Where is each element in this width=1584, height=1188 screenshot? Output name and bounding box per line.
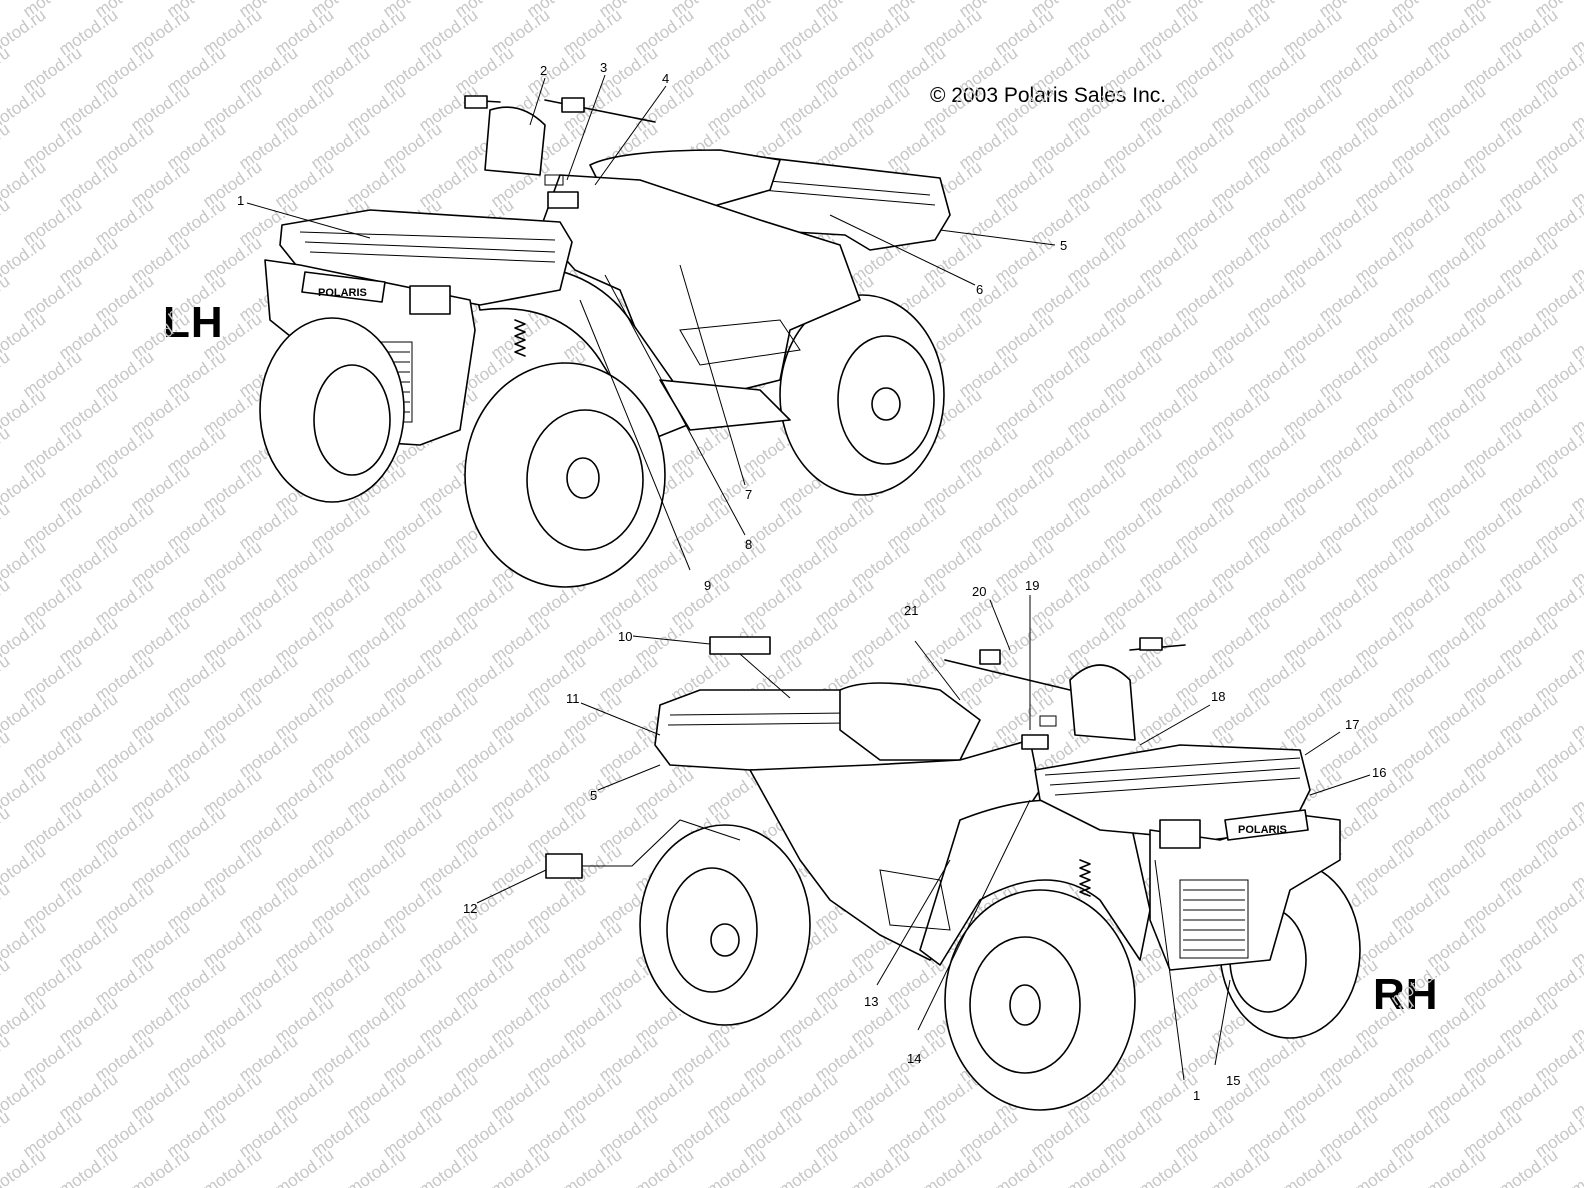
view-label-rh: RH [1373,970,1439,1019]
lh-front-far-wheel [259,317,405,503]
watermark-text: motod.ru [1279,1145,1345,1188]
callout-rh-5: 5 [590,788,597,803]
watermark-text: motod.ru [0,347,13,401]
watermark-text: motod.ru [631,1145,697,1188]
watermark-text: motod.ru [919,1145,985,1188]
callout-rh-13: 13 [864,994,878,1009]
watermark-text: motod.ru [1423,1145,1489,1188]
callout-lh-2: 2 [540,63,547,78]
watermark-text: motod.ru [559,1145,625,1188]
watermark-text: motod.ru [0,575,13,629]
callout-lh-8: 8 [745,537,752,552]
watermark-text: motod.ru [343,1145,409,1188]
watermark-text: motod.ru [199,1145,265,1188]
decal-10-box [709,636,771,655]
watermark-text: motod.ru [0,119,13,173]
rh-rear-wheel [639,824,811,1026]
atv-right-view: POLARIS [545,636,1361,1111]
callout-rh-16: 16 [1372,765,1386,780]
watermark-text: motod.ru [847,1145,913,1188]
callout-rh-15: 15 [1226,1073,1240,1088]
watermark-text: motod.ru [1207,1145,1273,1188]
watermark-text: motod.ru [0,879,13,933]
callout-rh-12: 12 [463,901,477,916]
rh-body: POLARIS [654,637,1341,971]
atv-left-view: POLARIS [259,95,951,588]
watermark-text: motod.ru [415,1145,481,1188]
callout-rh-14: 14 [907,1051,921,1066]
watermark-text: motod.ru [775,1145,841,1188]
watermark-text: motod.ru [0,43,13,97]
watermark-text: motod.ru [1495,1145,1561,1188]
callout-rh-19: 19 [1025,578,1039,593]
callout-rh-18: 18 [1211,689,1225,704]
watermark-text: motod.ru [487,1145,553,1188]
watermark-text: motod.ru [55,1145,121,1188]
watermark-text: motod.ru [0,651,13,705]
callout-lh-9: 9 [704,578,711,593]
watermark-text: motod.ru [271,1145,337,1188]
lh-front-near-wheel [464,362,666,588]
watermark-text: motod.ru [0,955,13,1009]
watermark-text: motod.ru [0,423,13,477]
watermark-text: motod.ru [0,271,13,325]
callout-lh-4: 4 [662,71,669,86]
callout-rh-20: 20 [972,584,986,599]
callout-lh-6: 6 [976,282,983,297]
callout-rh-17: 17 [1345,717,1359,732]
lh-rear-wheel [779,294,945,496]
watermark-text: motod.ru [0,1031,13,1085]
decal-12-box [545,853,583,879]
rh-brand-plate: POLARIS [1238,824,1287,836]
watermark-text: motod.ru [703,1145,769,1188]
callout-rh-11: 11 [566,691,580,706]
watermark-text: motod.ru [1351,1145,1417,1188]
watermark-text: motod.ru [0,727,13,781]
callout-lh-5: 5 [1060,238,1067,253]
lh-brand-plate: POLARIS [318,287,367,299]
copyright-notice: © 2003 Polaris Sales Inc. [930,84,1167,107]
view-label-lh: LH [163,298,224,347]
watermark-text: motod.ru [0,803,13,857]
watermark-text: motod.ru [0,195,13,249]
rh-front-near-wheel [944,889,1136,1111]
watermark-text: motod.ru [0,0,13,21]
watermark-text: motod.ru [1063,1145,1129,1188]
callout-lh-1: 1 [237,193,244,208]
callout-rh-1: 1 [1193,1088,1200,1103]
leader-lines [246,74,1371,1081]
watermark-text: motod.ru [127,1145,193,1188]
callout-numbers: 1 2 3 4 5 6 7 8 9 10 11 5 12 13 14 1 15 … [237,60,1386,1103]
callout-lh-3: 3 [600,60,607,75]
watermark-text: motod.ru [0,499,13,553]
callout-rh-10: 10 [618,629,632,644]
watermark-text: motod.ru [991,1145,1057,1188]
watermark-text: motod.ru [1135,1145,1201,1188]
callout-rh-21: 21 [904,603,918,618]
watermark-text: motod.ru [0,1107,13,1161]
watermark-text: motod.ru [1567,1145,1584,1188]
callout-lh-7: 7 [745,487,752,502]
